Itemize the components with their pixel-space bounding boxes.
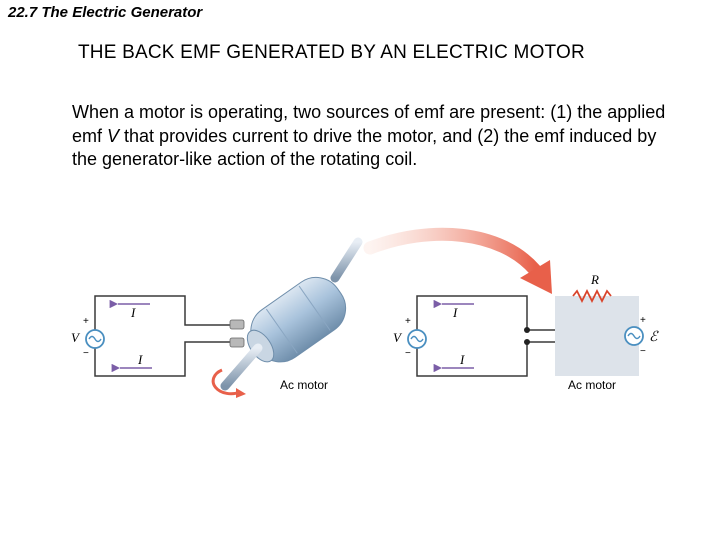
emf-plus: +	[640, 315, 646, 326]
right-source-label: V	[393, 330, 403, 345]
right-junction-top	[524, 327, 530, 333]
left-minus: −	[83, 348, 89, 359]
left-wire-top	[94, 295, 238, 330]
resistor-icon	[572, 288, 612, 304]
motor-shaft-back	[330, 237, 363, 283]
back-emf-source-icon	[624, 326, 644, 346]
ac-source-icon	[85, 329, 105, 349]
resistor-label: R	[590, 272, 599, 287]
right-motor-label: Ac motor	[568, 378, 616, 392]
body-text-variable: V	[107, 125, 120, 146]
motor-back-emf-figure: + − V I I Ac motor + − V	[71, 227, 659, 398]
rotation-arrow	[211, 368, 241, 396]
emf-label: ℰ	[649, 330, 659, 345]
motor-shaft-front	[220, 343, 263, 391]
emf-minus: −	[640, 346, 646, 357]
left-current-top: I	[130, 305, 136, 320]
slide-title: THE BACK EMF GENERATED BY AN ELECTRIC MO…	[78, 42, 585, 63]
left-circuit: + − V I I	[71, 295, 238, 377]
right-current-top: I	[452, 305, 458, 320]
body-text: When a motor is operating, two sources o…	[72, 101, 682, 172]
body-text-part2: that provides current to drive the motor…	[72, 125, 657, 170]
brush-bottom	[229, 337, 245, 348]
transform-arrow	[363, 227, 542, 277]
section-header: 22.7 The Electric Generator	[8, 4, 203, 21]
body-text-part1: When a motor is operating, two sources o…	[72, 102, 666, 146]
right-circuit: + − V I I R + − ℰ Ac motor	[393, 272, 659, 392]
ac-source-icon	[407, 329, 427, 349]
left-plus: +	[83, 316, 89, 327]
transform-arrow-head	[520, 260, 552, 294]
right-wire-top	[416, 295, 555, 331]
ac-motor-illustration: Ac motor	[211, 237, 363, 398]
left-wire-bottom	[94, 341, 238, 377]
left-current-bottom: I	[137, 352, 143, 367]
right-junction-bottom	[524, 339, 530, 345]
right-plus: +	[405, 316, 411, 327]
right-minus: −	[405, 348, 411, 359]
left-motor-label: Ac motor	[280, 378, 328, 392]
right-wire-bottom	[416, 341, 555, 377]
right-current-bottom: I	[459, 352, 465, 367]
brush-top	[229, 319, 245, 330]
left-source-label: V	[71, 330, 81, 345]
